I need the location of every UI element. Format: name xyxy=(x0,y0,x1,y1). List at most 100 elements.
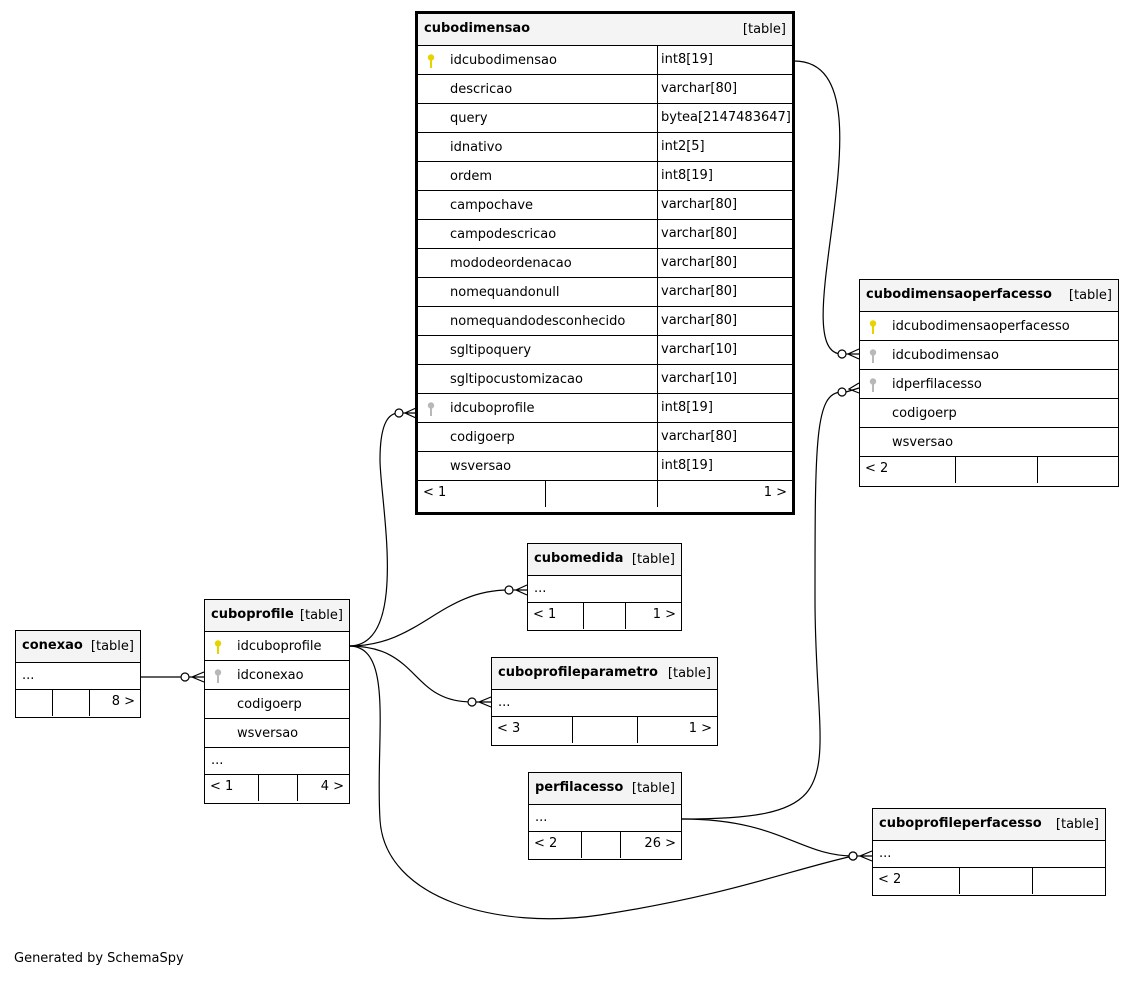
column-name: idcuboprofile xyxy=(237,639,322,654)
column-name: idcubodimensao xyxy=(450,53,557,68)
children-count[interactable]: 8 > xyxy=(111,694,135,709)
table-cubodimensaoperfacesso[interactable]: cubodimensaoperfacesso [table] idcubodim… xyxy=(859,279,1119,487)
parents-count[interactable]: < 3 xyxy=(497,721,521,736)
edge-cuboprofile-to-cuboprofileparametro xyxy=(348,645,473,703)
parents-count[interactable]: < 1 xyxy=(423,485,447,500)
column-name: codigoerp xyxy=(892,406,957,421)
column-type: varchar[80] xyxy=(657,278,792,306)
parents-count[interactable]: < 2 xyxy=(878,872,902,887)
column-row[interactable]: idcuboprofile int8[19] xyxy=(418,394,792,423)
column-name: mododeordenacao xyxy=(450,256,572,271)
children-count[interactable]: 26 > xyxy=(644,836,676,851)
table-perfilacesso[interactable]: perfilacesso [table] ... < 2 26 > xyxy=(528,772,682,860)
column-name: idcubodimensaoperfacesso xyxy=(892,319,1070,334)
table-cuboprofile[interactable]: cuboprofile [table] idcuboprofile idconex… xyxy=(204,599,350,804)
column-row[interactable]: idconexao xyxy=(205,661,349,690)
table-name: cuboprofileparametro xyxy=(498,665,658,680)
children-count[interactable]: 1 > xyxy=(763,485,787,500)
table-footer: < 1 4 > xyxy=(205,775,349,801)
table-cuboprofileperfacesso[interactable]: cuboprofileperfacesso [table] ... < 2 xyxy=(872,808,1106,896)
column-name: campochave xyxy=(450,198,534,213)
column-row[interactable]: idcubodimensao xyxy=(860,341,1118,370)
table-cubomedida[interactable]: cubomedida [table] ... < 1 1 > xyxy=(527,543,682,631)
column-row[interactable]: idcubodimensaoperfacesso xyxy=(860,312,1118,341)
column-name: campodescricao xyxy=(450,227,557,242)
table-header: cuboprofile [table] xyxy=(205,600,349,632)
children-count[interactable]: 4 > xyxy=(320,779,344,794)
table-name: cubodimensao xyxy=(424,21,531,36)
children-count[interactable]: 1 > xyxy=(652,607,676,622)
generated-by-label: Generated by SchemaSpy xyxy=(14,951,184,966)
parents-count[interactable]: < 2 xyxy=(865,461,889,476)
column-name: codigoerp xyxy=(450,430,515,445)
table-name: cubomedida xyxy=(534,551,624,566)
column-name: idconexao xyxy=(237,668,304,683)
hidden-columns-row: ... xyxy=(492,690,717,717)
table-footer: 8 > xyxy=(16,690,140,716)
table-name: cubodimensaoperfacesso xyxy=(866,287,1052,302)
column-name: idcubodimensao xyxy=(892,348,999,363)
crowfoot-marker xyxy=(845,382,860,394)
crowfoot-marker xyxy=(476,696,492,708)
column-type: varchar[80] xyxy=(657,423,792,451)
table-footer: < 2 26 > xyxy=(529,832,681,858)
optional-marker xyxy=(848,851,858,861)
column-row[interactable]: wsversao xyxy=(205,719,349,748)
column-row[interactable]: codigoerp xyxy=(860,399,1118,428)
table-type: [table] xyxy=(90,639,134,654)
table-name: perfilacesso xyxy=(535,780,624,795)
column-type: int2[5] xyxy=(657,133,792,161)
column-name: query xyxy=(450,111,488,126)
children-count[interactable]: 1 > xyxy=(688,721,712,736)
parents-count[interactable]: < 2 xyxy=(534,836,558,851)
table-name: cuboprofile xyxy=(211,607,294,622)
column-type: varchar[80] xyxy=(657,75,792,103)
table-footer: < 2 xyxy=(873,868,1105,894)
column-row[interactable]: codigoerp varchar[80] xyxy=(418,423,792,452)
optional-marker xyxy=(180,672,190,682)
table-conexao[interactable]: conexao [table] ... 8 > xyxy=(15,630,141,718)
foreign-key-icon xyxy=(427,402,435,416)
table-footer: < 2 xyxy=(860,457,1118,483)
column-name: idcuboprofile xyxy=(450,401,535,416)
column-type: int8[19] xyxy=(657,394,792,422)
column-name: sgltipocustomizacao xyxy=(450,372,583,387)
crowfoot-marker xyxy=(189,671,205,683)
column-name: nomequandodesconhecido xyxy=(450,314,626,329)
parents-count[interactable]: < 1 xyxy=(533,607,557,622)
optional-marker xyxy=(837,349,847,359)
primary-key-icon xyxy=(214,640,222,654)
table-cuboprofileparametro[interactable]: cuboprofileparametro [table] ... < 3 1 > xyxy=(491,657,718,746)
optional-marker xyxy=(837,387,847,397)
column-type: int8[19] xyxy=(657,452,792,480)
table-header: perfilacesso [table] xyxy=(529,773,681,805)
table-type: [table] xyxy=(299,608,343,623)
hidden-columns-row: ... xyxy=(16,663,140,690)
table-type: [table] xyxy=(667,666,711,681)
hidden-columns-row: ... xyxy=(205,748,349,775)
parents-count[interactable]: < 1 xyxy=(210,779,234,794)
column-row[interactable]: wsversao xyxy=(860,428,1118,457)
column-row[interactable]: descricao varchar[80] xyxy=(418,75,792,104)
column-row[interactable]: codigoerp xyxy=(205,690,349,719)
column-row[interactable]: idcuboprofile xyxy=(205,632,349,661)
column-name: descricao xyxy=(450,82,513,97)
column-row[interactable]: idperfilacesso xyxy=(860,370,1118,399)
optional-marker xyxy=(394,408,404,418)
foreign-key-icon xyxy=(869,378,877,392)
table-header: cuboprofileperfacesso [table] xyxy=(873,809,1105,841)
column-type: int8[19] xyxy=(657,162,792,190)
